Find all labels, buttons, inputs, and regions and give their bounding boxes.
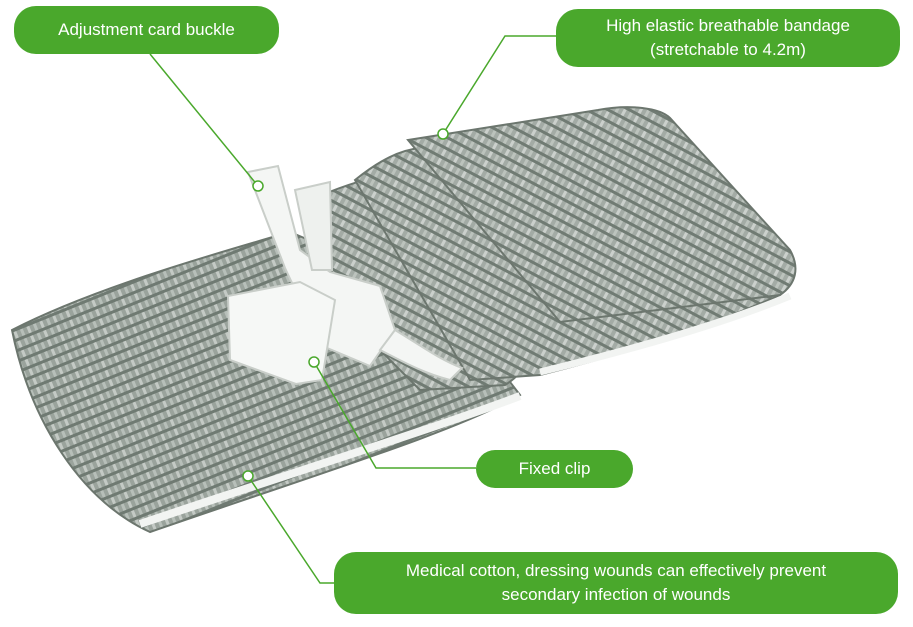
callout-elastic-bandage: High elastic breathable bandage (stretch… <box>556 9 900 67</box>
bandage-leader-dot <box>437 128 449 140</box>
callout-medical-cotton-line2: secondary infection of wounds <box>501 585 731 604</box>
bandage-roll <box>353 106 797 382</box>
callout-elastic-bandage-line1: High elastic breathable bandage <box>606 16 850 35</box>
callout-medical-cotton-line1: Medical cotton, dressing wounds can effe… <box>405 561 827 580</box>
buckle-leader <box>149 53 259 187</box>
clip-leader-dot <box>308 356 320 368</box>
cotton-leader <box>247 475 334 584</box>
callout-fixed-clip: Fixed clip <box>476 450 633 488</box>
buckle-leader-dot <box>252 180 264 192</box>
callout-fixed-clip-text: Fixed clip <box>518 459 591 478</box>
callout-adjustment-buckle-text: Adjustment card buckle <box>58 20 235 39</box>
clip-leader <box>313 361 476 469</box>
buckle <box>226 164 464 386</box>
callout-adjustment-buckle: Adjustment card buckle <box>14 6 279 54</box>
callout-lines <box>149 35 556 584</box>
cotton-leader-dot <box>242 470 254 482</box>
bandage-leader <box>442 35 556 135</box>
callout-medical-cotton: Medical cotton, dressing wounds can effe… <box>334 552 898 614</box>
callout-elastic-bandage-line2: (stretchable to 4.2m) <box>650 40 806 59</box>
